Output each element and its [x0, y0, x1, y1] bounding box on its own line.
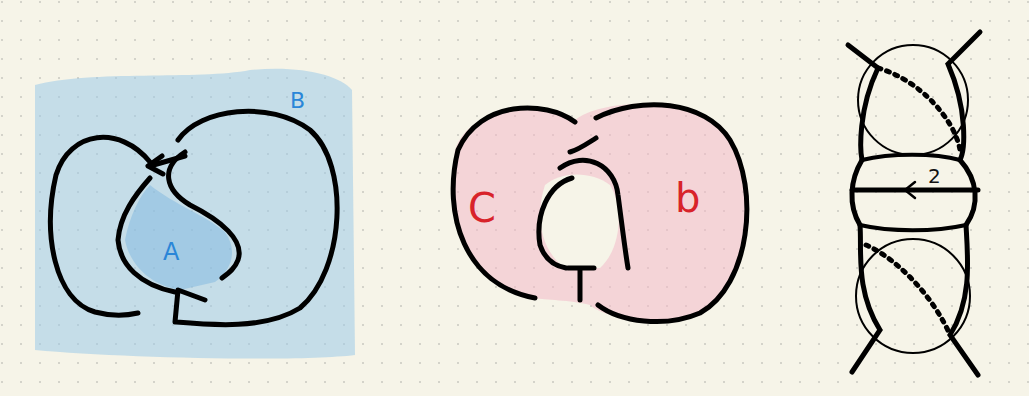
hidden-arc	[878, 68, 960, 150]
region-label: b	[675, 178, 700, 218]
curve	[570, 138, 596, 152]
region-label: A	[163, 240, 179, 264]
arrowhead	[148, 156, 163, 174]
strand	[848, 32, 980, 160]
hidden-arc	[866, 245, 950, 335]
curve-set-1	[51, 111, 338, 324]
blue-shading-inner	[125, 185, 232, 290]
curve-set-2	[453, 105, 747, 322]
region-label: C	[468, 188, 496, 228]
region-label: 2	[928, 166, 941, 186]
blue-shading	[35, 69, 355, 359]
curve	[453, 108, 575, 298]
strand	[852, 225, 978, 375]
curve	[175, 111, 337, 324]
curve	[560, 160, 628, 268]
curve	[118, 178, 175, 292]
curve	[539, 178, 572, 268]
band-line	[852, 188, 978, 193]
region-label: B	[290, 90, 305, 112]
pink-shading	[453, 104, 746, 322]
band-mark	[568, 268, 594, 300]
arrowhead	[905, 182, 915, 198]
curve-set-3	[848, 32, 980, 375]
curve	[51, 137, 150, 315]
